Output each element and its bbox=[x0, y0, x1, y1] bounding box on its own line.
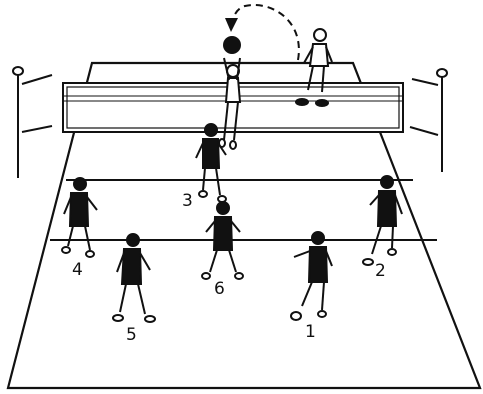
player-label-3: 3 bbox=[182, 191, 193, 211]
player-label-5: 5 bbox=[126, 325, 137, 345]
player-2 bbox=[363, 176, 402, 265]
player-5 bbox=[113, 234, 155, 322]
dashed-ball-path bbox=[232, 5, 299, 60]
player-label-2: 2 bbox=[375, 261, 386, 281]
player-1 bbox=[291, 232, 332, 320]
ball bbox=[223, 36, 241, 54]
arrow-head bbox=[225, 18, 238, 32]
antenna-left bbox=[13, 67, 52, 178]
player-label-4: 4 bbox=[72, 260, 83, 280]
player-label-6: 6 bbox=[214, 279, 225, 299]
antenna-right bbox=[410, 69, 447, 172]
player-4 bbox=[62, 178, 97, 257]
player-label-1: 1 bbox=[305, 322, 316, 342]
player-3 bbox=[196, 124, 226, 202]
